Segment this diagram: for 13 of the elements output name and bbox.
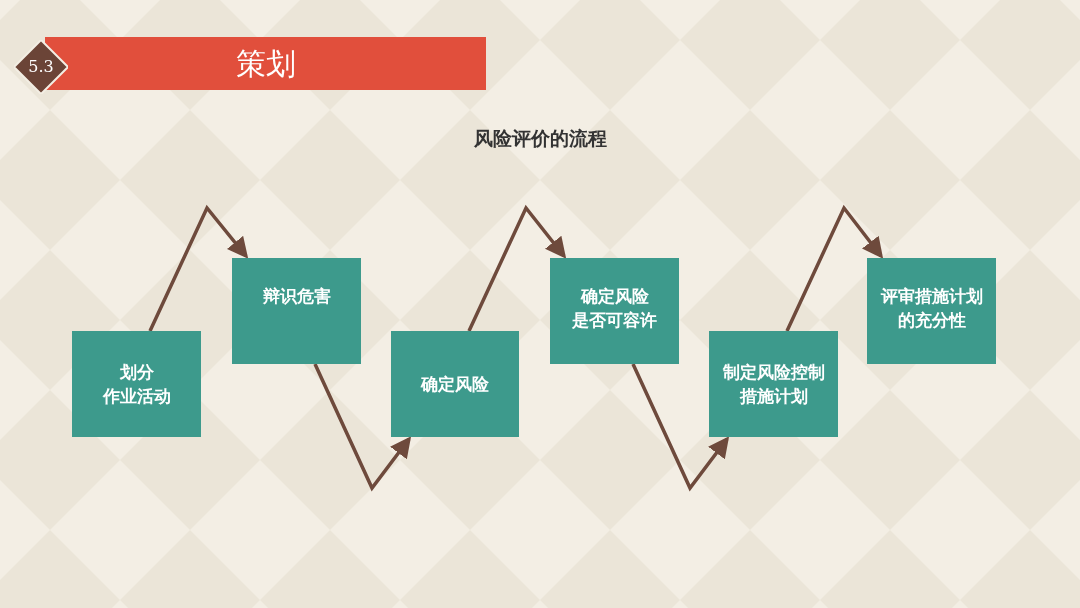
arrow [785, 204, 884, 332]
process-box: 确定风险 [391, 331, 519, 437]
heading: 风险评价的流程 [472, 126, 608, 151]
arrow [313, 363, 412, 492]
arrow [148, 204, 249, 332]
section-badge: 5.3 [14, 40, 68, 94]
process-box: 评审措施计划的充分性 [867, 258, 996, 364]
process-box: 划分作业活动 [72, 331, 201, 437]
arrow [631, 363, 730, 492]
process-box: 确定风险是否可容许 [550, 258, 679, 364]
process-box: 辩识危害 [232, 258, 361, 364]
process-box: 制定风险控制措施计划 [709, 331, 838, 437]
arrow [467, 204, 567, 332]
